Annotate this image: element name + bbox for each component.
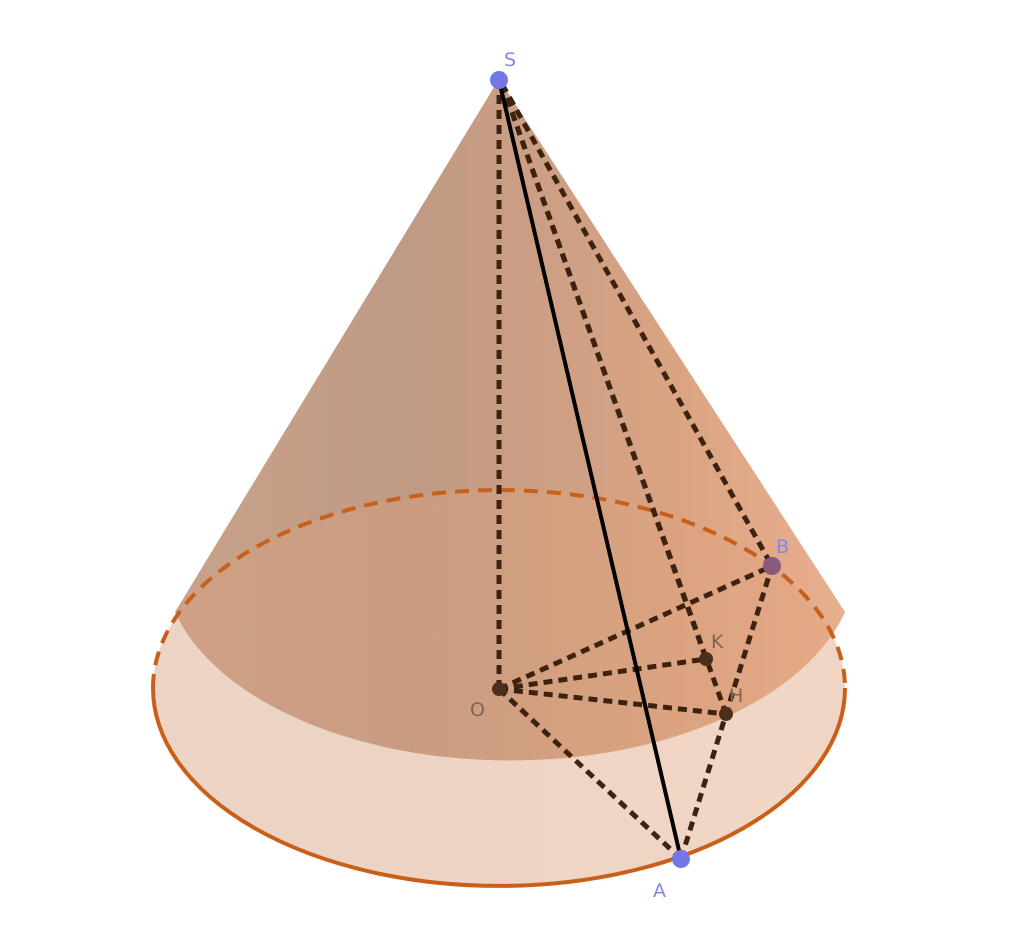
point-S[interactable] — [490, 71, 508, 89]
point-O[interactable] — [492, 682, 506, 696]
segment-OB — [497, 563, 774, 692]
point-B[interactable] — [763, 557, 781, 575]
label-K: K — [711, 631, 724, 653]
segment-OA — [497, 687, 683, 861]
segment-OK — [498, 656, 707, 692]
label-A: A — [653, 880, 666, 902]
label-O: O — [470, 699, 485, 721]
point-H[interactable] — [719, 707, 733, 721]
base-circle-front-arc — [151, 687, 847, 888]
base-circle-back-arc — [151, 488, 847, 689]
label-B: B — [776, 536, 789, 558]
label-H: H — [729, 685, 743, 707]
point-K[interactable] — [699, 652, 713, 666]
label-S: S — [504, 49, 516, 71]
segment-OH — [498, 686, 727, 717]
point-A[interactable] — [672, 850, 690, 868]
segment-SA — [497, 79, 683, 860]
segment-SB — [499, 82, 775, 568]
segment-SK — [499, 83, 709, 660]
